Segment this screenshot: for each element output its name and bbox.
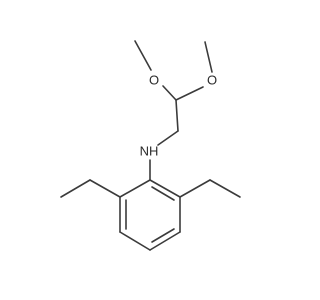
bond-methyl2-o2 [204,41,213,73]
ring-bond-3 [149,231,181,251]
bond-o2-acetal [175,86,204,101]
ring-bond-1 [149,179,181,198]
bond-ring-ethyl-left [89,179,121,198]
bond-ethyl-left-end [60,179,91,198]
bond-methyl1-o1 [134,40,152,71]
ring-double-bond-2 [151,228,175,243]
ring-bond-4 [119,231,151,251]
bond-ch2-nh [157,130,179,146]
ring-double-bond-1 [151,186,175,201]
atom-oxygen-2: O [207,73,217,88]
bond-ring-ethyl-right [179,179,211,198]
atom-nh: NH [140,144,159,159]
bond-o1-acetal [162,85,177,101]
atom-oxygen-1: O [149,73,159,88]
molecule-structure: O O NH [60,40,241,251]
bond-ethyl-right-end [209,179,241,198]
ring-bond-6 [119,179,151,198]
bond-acetal-ch2 [175,99,179,132]
